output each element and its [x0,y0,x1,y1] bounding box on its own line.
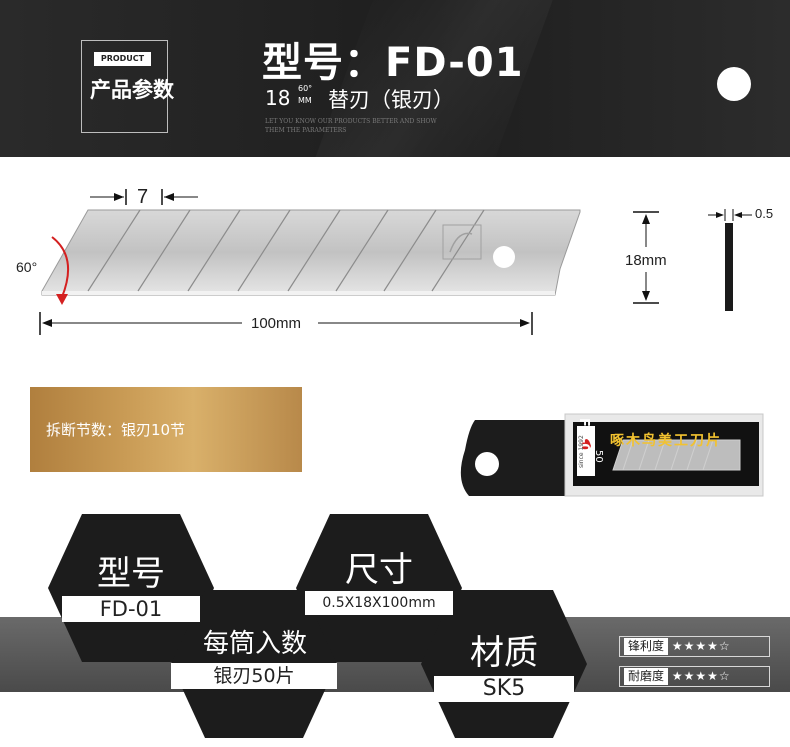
material-label: 材质 [470,633,538,673]
sub-unit: MM [298,96,312,105]
hole-icon [717,67,751,101]
product-frame [81,40,168,133]
angle-arrow-icon [51,236,69,298]
sub-size: 18 [265,86,291,110]
product-label: 产品参数 [90,78,174,102]
blade-diagram [39,189,752,335]
model-title: 型号：FD-01 [262,40,524,86]
thickness-label: 0.5 [755,206,774,221]
product-tag: PRODUCT [94,52,151,66]
model-value: FD-01 [62,596,200,622]
breaking-text: 拆断节数：银刃10节 [46,421,186,439]
rating-sharpness: 锋利度 ★★★★☆ [619,636,770,657]
rating-wear-stars: ★★★★☆ [671,669,731,683]
hex-model-shape [48,514,214,662]
blade-logo-icon [442,224,482,260]
header-banner [0,0,790,157]
model-label: 型号 [97,554,165,594]
rating-wear-label: 耐磨度 [624,668,669,685]
package-count: 50 [593,450,604,463]
rating-sharpness-label: 锋利度 [624,638,669,655]
tagline-line-2: THEM THE PARAMETERS [265,127,347,134]
per-tube-label: 每筒入数 [202,629,307,659]
height-label: 18mm [625,252,667,269]
rating-sharpness-stars: ★★★★☆ [671,639,731,653]
package-brand: 啄木鸟美工刀片 [610,433,722,449]
blade-score-lines [87,209,485,292]
sub-blade-type: 替刃（银刃） [328,88,454,112]
per-tube-value: 银刃50片 [171,663,337,689]
blade-edge [42,291,555,295]
size-value: 0.5X18X100mm [305,591,453,615]
sub-angle: 60° [298,84,313,93]
angle-label: 60° [16,259,38,275]
package-since: since 1992 [578,435,585,468]
length-label: 100mm [249,315,304,332]
blade-package [460,413,764,497]
rating-wear: 耐磨度 ★★★★☆ [619,666,770,687]
breaking-banner [30,387,302,472]
hex-size-shape [296,514,462,662]
blade-side-view [725,223,733,311]
blade-hole-icon [493,246,515,268]
material-value: SK5 [434,676,574,702]
size-label: 尺寸 [345,550,413,590]
tagline-line-1: LET YOU KNOW OUR PRODUCTS BETTER AND SHO… [265,118,437,125]
segment-width-label: 7 [137,186,149,208]
